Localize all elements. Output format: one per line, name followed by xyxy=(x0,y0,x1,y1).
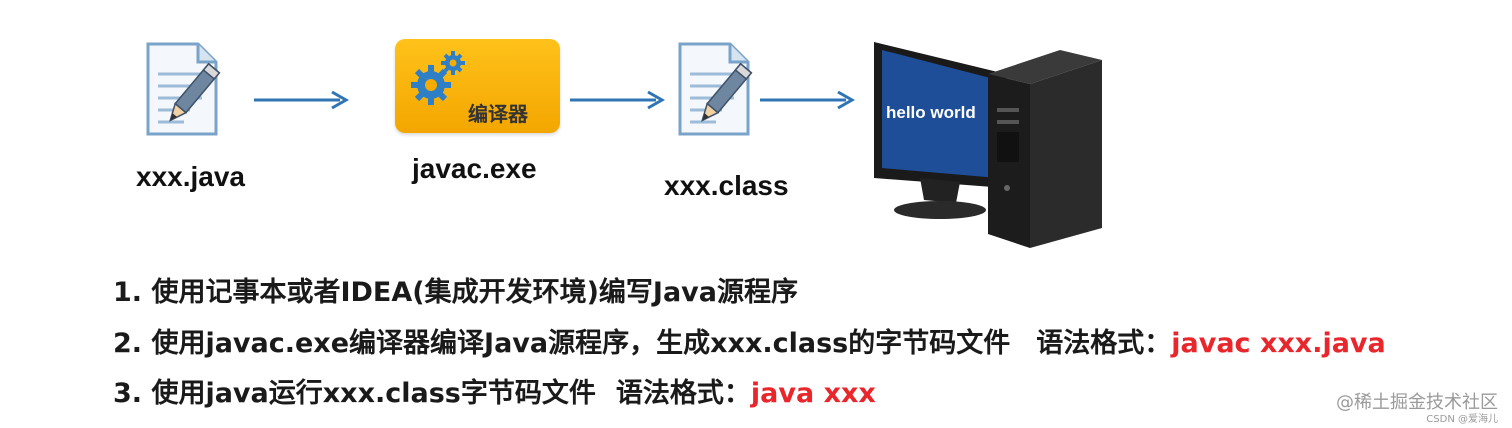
step-1: 1. 使用记事本或者IDEA(集成开发环境)编写Java源程序 xyxy=(113,270,798,309)
watermark-subtext: CSDN @爱海儿 xyxy=(1426,414,1498,425)
compiler-badge-text: 编译器 xyxy=(468,102,528,126)
desktop-computer-icon xyxy=(870,38,1105,253)
step-text: 1. 使用记事本或者IDEA(集成开发环境)编写Java源程序 xyxy=(113,277,799,308)
arrow-right-icon xyxy=(760,90,856,110)
step-3: 3. 使用java运行xxx.class字节码文件语法格式：java xxx xyxy=(113,371,876,410)
syntax-command: javac xxx.java xyxy=(1171,328,1386,359)
step-2: 2. 使用javac.exe编译器编译Java源程序，生成xxx.class的字… xyxy=(113,321,1386,360)
text-document-pencil-icon xyxy=(140,38,222,138)
arrow-right-icon xyxy=(570,90,666,110)
class-file-label: xxx.class xyxy=(664,170,789,201)
compiler-label: javac.exe xyxy=(412,153,537,184)
source-file-label: xxx.java xyxy=(136,161,245,192)
gears-icon xyxy=(411,51,465,105)
java-compile-flow-diagram: xxx.java xyxy=(136,38,1105,253)
syntax-command: java xxx xyxy=(750,378,876,409)
text-document-pencil-icon xyxy=(672,38,754,138)
syntax-label: 语法格式： xyxy=(1036,328,1172,359)
watermark-text: @稀土掘金技术社区 xyxy=(1336,392,1498,413)
screen-output-text: hello world xyxy=(886,103,976,122)
syntax-label: 语法格式： xyxy=(615,378,751,409)
compiler-badge: 编译器 xyxy=(395,39,560,133)
step-text: 2. 使用javac.exe编译器编译Java源程序，生成xxx.class的字… xyxy=(113,328,1011,359)
arrow-right-icon xyxy=(254,90,350,110)
step-text: 3. 使用java运行xxx.class字节码文件 xyxy=(113,378,596,409)
